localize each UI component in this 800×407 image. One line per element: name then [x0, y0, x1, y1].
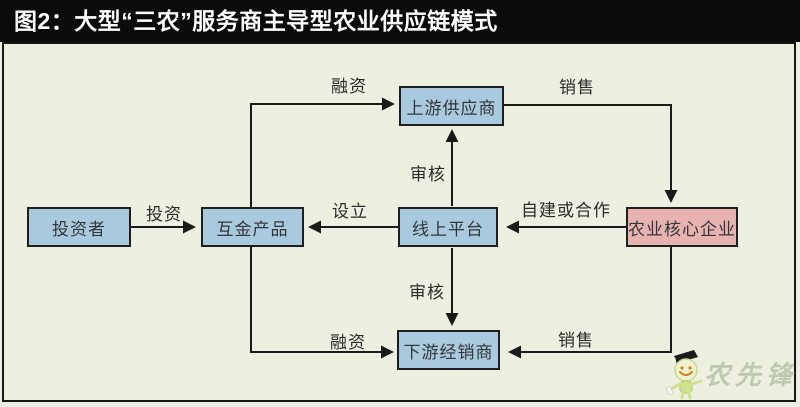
- node-downstream-distributor: 下游经销商: [397, 330, 500, 370]
- mascot-icon: [665, 350, 703, 400]
- edge-sales-bottom: [508, 247, 672, 359]
- node-agri-core-enterprise: 农业核心企业: [626, 207, 738, 247]
- edge-label-self-build-or-cooperate: 自建或合作: [521, 201, 611, 220]
- figure-title: 图2：大型“三农”服务商主导型农业供应链模式: [14, 8, 498, 34]
- edge-finance-top: [250, 97, 395, 207]
- figure-title-bar: 图2：大型“三农”服务商主导型农业供应链模式: [0, 0, 800, 42]
- node-mutual-finance-product: 互金产品: [201, 207, 304, 247]
- edge-label-invest: 投资: [146, 205, 182, 224]
- edge-finance-bottom: [250, 247, 394, 359]
- edge-label-sales-top: 销售: [559, 78, 595, 97]
- node-upstream-supplier: 上游供应商: [399, 86, 504, 126]
- node-investor: 投资者: [27, 207, 131, 247]
- edge-label-finance-bottom: 融资: [330, 333, 366, 352]
- edge-label-review-top: 审核: [410, 165, 446, 184]
- edge-label-finance-top: 融资: [331, 77, 367, 96]
- node-online-platform: 线上平台: [398, 207, 498, 247]
- edge-sales-top: [504, 104, 678, 203]
- watermark-brand: 农先锋: [704, 360, 798, 390]
- edge-label-review-bottom: 审核: [409, 283, 445, 302]
- edge-label-sales-bottom: 销售: [558, 331, 594, 350]
- edge-label-establish: 设立: [332, 202, 368, 221]
